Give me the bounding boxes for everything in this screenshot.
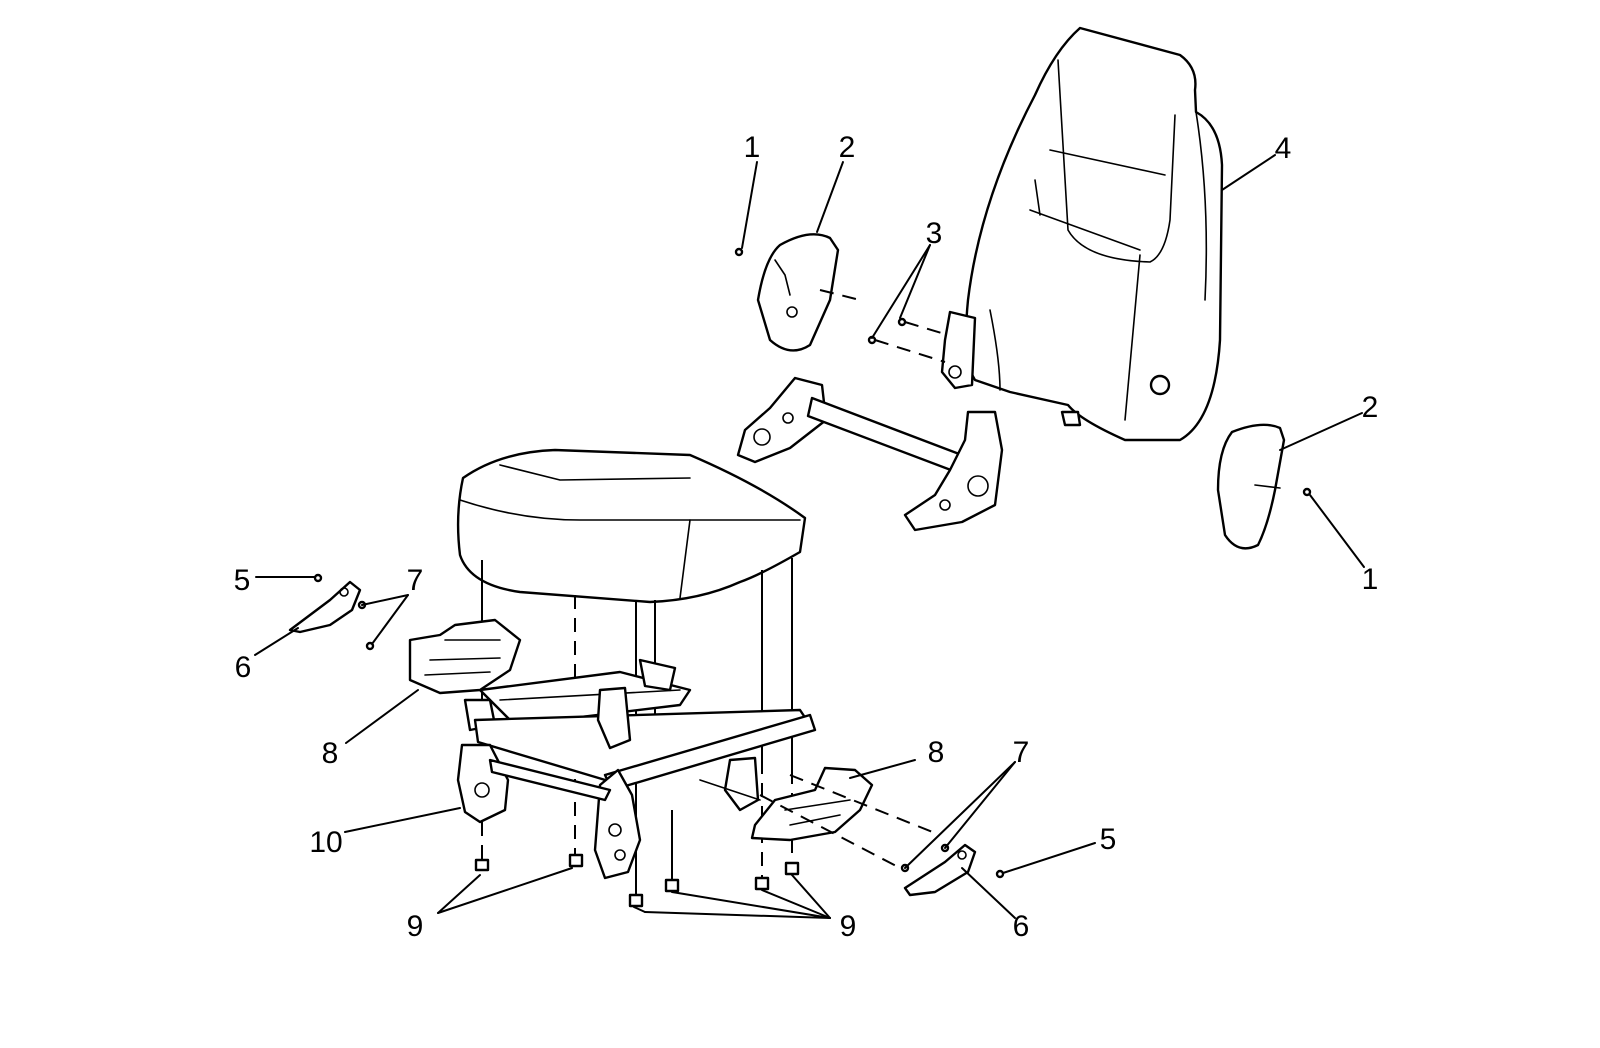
callout-7-left-screws: 7 xyxy=(407,564,424,597)
callout-8-right-shield: 8 xyxy=(928,736,945,769)
callout-2-left-cover: 2 xyxy=(839,131,856,164)
pivot-dash-2 xyxy=(904,321,949,336)
callout-1-left-cover-screw: 1 xyxy=(744,131,761,164)
left-screws-7 xyxy=(357,600,375,651)
right-side-shield xyxy=(750,766,874,842)
seat-back-frame xyxy=(736,376,1004,532)
callout-2-right-cover: 2 xyxy=(1362,391,1379,424)
seat-adjuster-frame xyxy=(456,658,817,880)
callout-6-left-handle: 6 xyxy=(235,651,252,684)
left-recliner-handle xyxy=(288,580,362,634)
left-screw-5 xyxy=(313,573,323,583)
callout-8-left-shield: 8 xyxy=(322,737,339,770)
callout-5-left-screw: 5 xyxy=(234,564,251,597)
right-shield-dash-2 xyxy=(789,774,941,836)
right-recliner-handle xyxy=(903,843,977,897)
callout-7-right-screws: 7 xyxy=(1013,736,1030,769)
seat-back xyxy=(940,26,1224,442)
callout-5-right-screw: 5 xyxy=(1100,823,1117,856)
leader-lines xyxy=(254,154,1365,919)
callout-4-seat-back: 4 xyxy=(1275,132,1292,165)
callout-3-pivot-bolts: 3 xyxy=(926,217,943,250)
callout-6-right-handle: 6 xyxy=(1013,910,1030,943)
right-side-cover xyxy=(1216,423,1312,550)
pivot-bolts-3 xyxy=(867,317,907,345)
callout-10-adjuster: 10 xyxy=(309,826,342,859)
left-cover-dash xyxy=(819,289,861,301)
callout-1-right-cover-screw: 1 xyxy=(1362,563,1379,596)
callout-9-right-bolts: 9 xyxy=(840,910,857,943)
right-shield-dash xyxy=(759,794,901,869)
left-side-cover xyxy=(734,233,840,352)
left-side-shield xyxy=(408,618,522,695)
bolts-9 xyxy=(474,853,800,908)
seat-cushion xyxy=(456,448,807,604)
callout-9-left-bolts: 9 xyxy=(407,910,424,943)
pivot-dash xyxy=(874,339,946,363)
callout-labels: 1 2 3 4 2 1 5 7 6 8 10 9 8 7 5 6 9 xyxy=(234,131,1379,943)
